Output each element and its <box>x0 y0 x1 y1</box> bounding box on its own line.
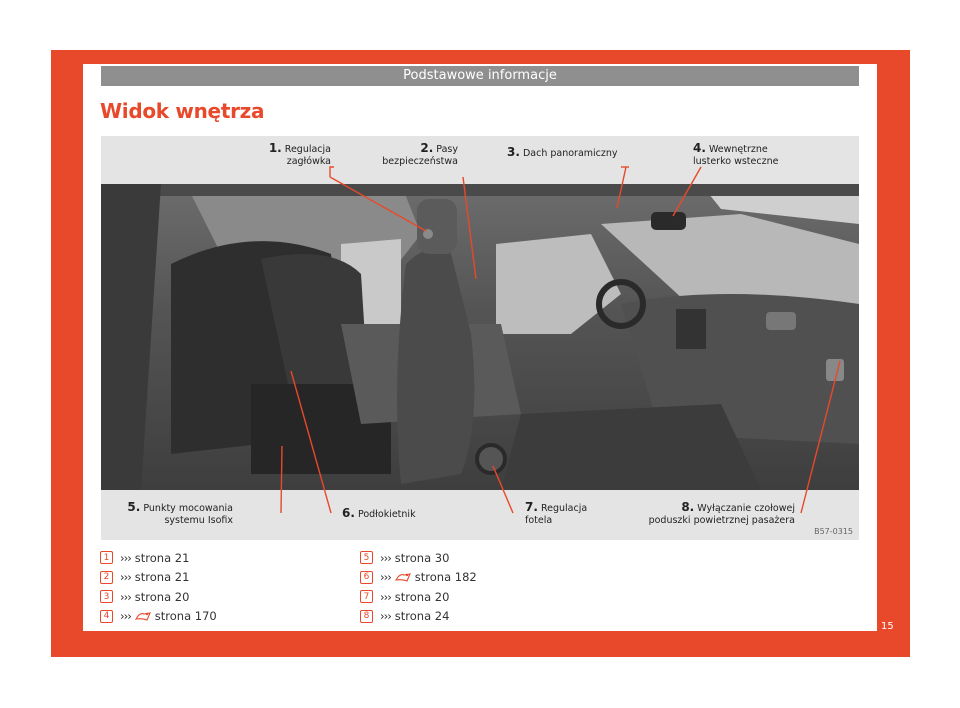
ref-text: strona 170 <box>154 609 217 624</box>
ref-text: strona 21 <box>134 570 190 585</box>
arrow-icon: ››› <box>380 550 392 565</box>
callout-6: 6. Podłokietnik <box>342 506 416 520</box>
interior-photo <box>101 184 859 490</box>
figure-code: B57-0315 <box>814 527 853 536</box>
callout-lines <box>280 166 841 514</box>
callout-1: 1. Regulacja zagłówka <box>268 141 331 167</box>
arrow-icon: ››› <box>120 589 132 604</box>
interior-figure: 1. Regulacja zagłówka 2. Pasy bezpieczeń… <box>101 136 859 540</box>
ref-text: strona 30 <box>394 550 450 565</box>
section-header: Podstawowe informacje <box>101 66 859 86</box>
page-title: Widok wnętrza <box>100 99 265 123</box>
ref-badge: 7 <box>360 590 373 604</box>
ref-badge: 4 <box>100 609 113 623</box>
ref-badge: 6 <box>360 570 373 584</box>
reference-row[interactable]: 2 ››› strona 21 <box>100 568 217 588</box>
reference-row[interactable]: 8 ››› strona 24 <box>360 607 477 627</box>
ref-text: strona 182 <box>414 570 477 585</box>
ref-text: strona 20 <box>134 589 190 604</box>
arrow-icon: ››› <box>120 609 132 624</box>
reference-row[interactable]: 3 ››› strona 20 <box>100 587 217 607</box>
callout-7: 7. Regulacja fotela <box>525 500 588 526</box>
reference-row[interactable]: 6 ››› strona 182 <box>360 568 477 588</box>
reference-list-right: 5 ››› strona 30 6 ››› strona 182 7 ››› s… <box>360 548 477 626</box>
arrow-icon: ››› <box>380 589 392 604</box>
callout-5: 5. Punkty mocowania systemu Isofix <box>127 500 233 526</box>
reference-list-left: 1 ››› strona 21 2 ››› strona 21 3 ››› st… <box>100 548 217 626</box>
booklet-icon <box>394 573 411 582</box>
ref-badge: 5 <box>360 551 373 565</box>
reference-row[interactable]: 4 ››› strona 170 <box>100 607 217 627</box>
reference-row[interactable]: 1 ››› strona 21 <box>100 548 217 568</box>
ref-text: strona 20 <box>394 589 450 604</box>
ref-text: strona 21 <box>134 550 190 565</box>
callout-2: 2. Pasy bezpieczeństwa <box>382 141 458 167</box>
booklet-icon <box>134 612 151 621</box>
ref-badge: 8 <box>360 609 373 623</box>
arrow-icon: ››› <box>380 609 392 624</box>
callout-3: 3. Dach panoramiczny <box>507 145 618 159</box>
ref-badge: 1 <box>100 551 113 565</box>
callout-8: 8. Wyłączanie czołowej poduszki powietrz… <box>648 500 795 526</box>
ref-badge: 2 <box>100 570 113 584</box>
interior-illustration <box>101 184 859 490</box>
page-number: 15 <box>881 621 894 632</box>
ref-badge: 3 <box>100 590 113 604</box>
arrow-icon: ››› <box>120 550 132 565</box>
reference-row[interactable]: 5 ››› strona 30 <box>360 548 477 568</box>
ref-text: strona 24 <box>394 609 450 624</box>
reference-row[interactable]: 7 ››› strona 20 <box>360 587 477 607</box>
arrow-icon: ››› <box>380 570 392 585</box>
arrow-icon: ››› <box>120 570 132 585</box>
callout-4: 4. Wewnętrzne lusterko wsteczne <box>693 141 779 167</box>
